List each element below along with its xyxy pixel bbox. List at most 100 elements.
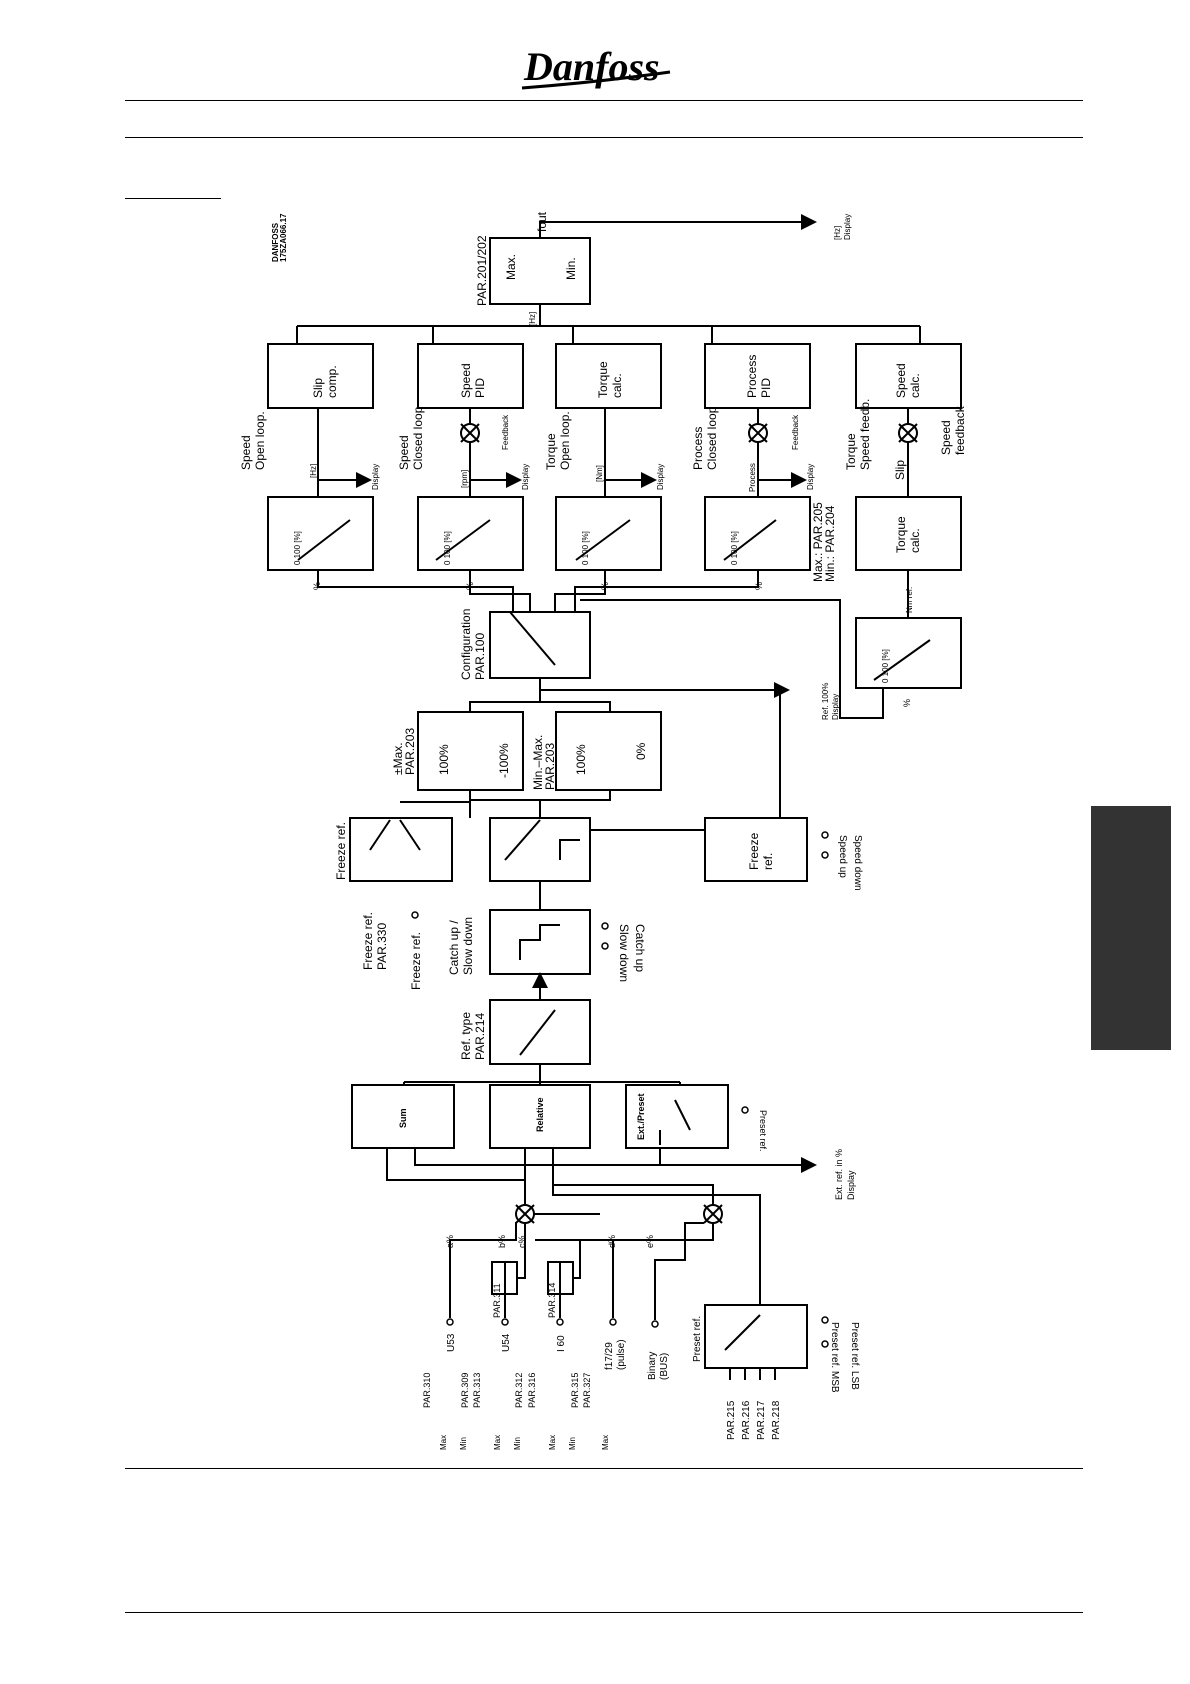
svg-text:PID: PID xyxy=(759,378,773,398)
svg-text:Slip: Slip xyxy=(311,378,325,398)
svg-text:Max: Max xyxy=(601,1435,610,1450)
svg-text:Freeze ref.: Freeze ref. xyxy=(409,932,423,990)
scale-block-nm-ref xyxy=(855,617,962,689)
svg-text:PAR.216: PAR.216 xyxy=(741,1400,752,1440)
svg-text:Preset ref. MSB: Preset ref. MSB xyxy=(829,1322,840,1393)
svg-text:Freeze ref.: Freeze ref. xyxy=(361,912,375,970)
svg-text:Display: Display xyxy=(656,464,665,490)
svg-text:PAR.100: PAR.100 xyxy=(473,633,487,680)
svg-text:100%: 100% xyxy=(574,744,588,775)
svg-text:Speed feedb.: Speed feedb. xyxy=(858,399,872,470)
svg-text:Min: Min xyxy=(513,1437,522,1450)
svg-text:Slow down: Slow down xyxy=(461,917,475,975)
svg-text:Torque: Torque xyxy=(544,433,558,470)
svg-text:PAR.214: PAR.214 xyxy=(473,1013,487,1060)
svg-text:Freeze ref.: Freeze ref. xyxy=(334,822,348,880)
svg-text:[Hz]: [Hz] xyxy=(309,464,318,478)
svg-text:Max: Max xyxy=(548,1435,557,1450)
svg-text:±Max.: ±Max. xyxy=(391,742,405,775)
speed-summing-point xyxy=(460,423,480,443)
svg-text:0 100 [%]: 0 100 [%] xyxy=(293,531,302,565)
svg-text:Display: Display xyxy=(831,694,840,720)
svg-text:Max: Max xyxy=(493,1435,502,1450)
svg-text:Display: Display xyxy=(843,214,852,240)
freeze-ref-speed-block xyxy=(704,817,808,882)
svg-text:Speed down: Speed down xyxy=(852,835,863,891)
svg-text:Min.–Max.: Min.–Max. xyxy=(531,735,545,790)
min-max-block xyxy=(555,711,662,791)
svg-text:Ext. ref. in %: Ext. ref. in % xyxy=(834,1149,844,1200)
svg-text:PAR.330: PAR.330 xyxy=(375,923,389,970)
svg-text:PAR.313: PAR.313 xyxy=(472,1373,482,1408)
svg-text:Process: Process xyxy=(691,427,705,470)
svg-text:PAR.309: PAR.309 xyxy=(460,1373,470,1408)
svg-text:0 100 [%]: 0 100 [%] xyxy=(881,649,890,683)
svg-text:Torque: Torque xyxy=(894,516,908,553)
svg-text:PAR.315: PAR.315 xyxy=(570,1373,580,1408)
svg-text:0%: 0% xyxy=(634,742,648,760)
svg-text:%: % xyxy=(465,582,475,590)
svg-text:Min.: Min. xyxy=(564,257,578,280)
svg-text:DANFOSS: DANFOSS xyxy=(271,222,280,262)
svg-text:[rpm]: [rpm] xyxy=(460,470,469,488)
svg-text:PAR.201/202: PAR.201/202 xyxy=(475,235,489,306)
svg-text:feedback: feedback xyxy=(953,405,967,455)
svg-text:Sum: Sum xyxy=(398,1108,408,1128)
svg-text:c%: c% xyxy=(517,1235,527,1248)
sum-block xyxy=(351,1084,455,1149)
svg-text:Speed: Speed xyxy=(459,363,473,398)
svg-text:Speed: Speed xyxy=(239,435,253,470)
svg-text:Preset ref.: Preset ref. xyxy=(692,1316,703,1362)
svg-text:Speed up: Speed up xyxy=(837,835,848,878)
svg-text:Feedback: Feedback xyxy=(791,414,800,450)
svg-text:Display: Display xyxy=(371,464,380,490)
svg-text:[Nm]: [Nm] xyxy=(595,465,604,482)
svg-text:Preset ref.: Preset ref. xyxy=(758,1110,768,1152)
section-rule xyxy=(125,198,221,199)
svg-text:Closed loop: Closed loop xyxy=(705,406,719,470)
svg-text:Catch up /: Catch up / xyxy=(447,920,461,975)
footer-rule-top xyxy=(125,1468,1083,1469)
catch-up-block xyxy=(489,909,591,975)
svg-text:Closed loop: Closed loop xyxy=(411,406,425,470)
svg-text:Torque: Torque xyxy=(844,433,858,470)
svg-text:Ref. type: Ref. type xyxy=(459,1012,473,1060)
svg-text:U53: U53 xyxy=(446,1333,457,1352)
svg-text:PAR.327: PAR.327 xyxy=(582,1373,592,1408)
svg-text:Display: Display xyxy=(846,1170,856,1200)
svg-text:calc.: calc. xyxy=(610,373,624,398)
svg-text:PAR.217: PAR.217 xyxy=(756,1400,767,1440)
svg-text:Feedback: Feedback xyxy=(501,414,510,450)
svg-text:Display: Display xyxy=(806,464,815,490)
header-rule-bottom xyxy=(125,137,1083,138)
svg-text:PAR.203: PAR.203 xyxy=(543,743,557,790)
svg-text:comp.: comp. xyxy=(325,365,339,398)
svg-text:PAR.215: PAR.215 xyxy=(726,1400,737,1440)
svg-text:0 100 [%]: 0 100 [%] xyxy=(730,531,739,565)
svg-text:0 100 [%]: 0 100 [%] xyxy=(443,531,452,565)
svg-text:calc.: calc. xyxy=(908,528,922,553)
svg-text:Configuration: Configuration xyxy=(459,609,473,680)
configuration-block xyxy=(489,611,591,679)
svg-text:Ext./Preset: Ext./Preset xyxy=(636,1093,646,1140)
svg-text:e%: e% xyxy=(645,1235,655,1248)
svg-text:PAR.218: PAR.218 xyxy=(771,1400,782,1440)
process-summing-point xyxy=(748,423,768,443)
svg-text:PAR.312: PAR.312 xyxy=(514,1373,524,1408)
svg-text:Max: Max xyxy=(439,1435,448,1450)
svg-text:%: % xyxy=(600,582,610,590)
svg-text:Process: Process xyxy=(745,355,759,398)
svg-text:Min.: PAR.204: Min.: PAR.204 xyxy=(823,505,837,582)
svg-text:I 60: I 60 xyxy=(556,1335,567,1352)
svg-text:(BUS): (BUS) xyxy=(659,1353,670,1380)
svg-text:PAR.311: PAR.311 xyxy=(492,1283,502,1318)
ext-preset-block xyxy=(625,1084,729,1149)
scale-block-hz xyxy=(267,496,374,571)
scale-block-nm xyxy=(555,496,662,571)
svg-text:Relative: Relative xyxy=(535,1097,545,1132)
svg-text:Binary: Binary xyxy=(647,1352,658,1380)
freeze-ref-block xyxy=(349,817,453,882)
svg-text:175ZA066.17: 175ZA066.17 xyxy=(279,213,288,262)
svg-text:Max.: Max. xyxy=(504,254,518,280)
